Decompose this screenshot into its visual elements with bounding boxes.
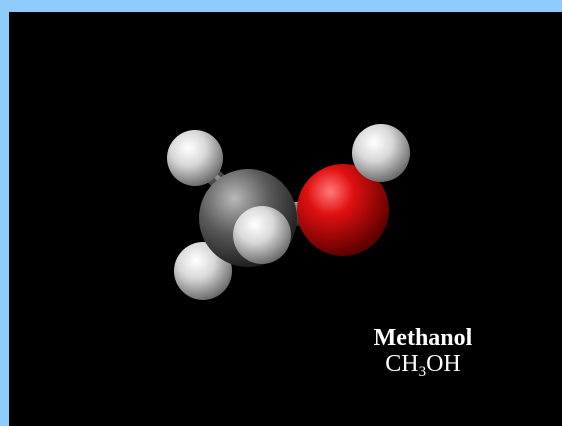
formula-part-1: CH xyxy=(385,350,419,377)
hydrogen-atom-bottom-left xyxy=(174,242,232,300)
hydrogen-atom-front xyxy=(233,206,291,264)
oxygen-atom xyxy=(297,164,389,256)
molecule-formula: CH3OH xyxy=(349,350,497,380)
molecule-viewport: Methanol CH3OH xyxy=(9,12,562,426)
formula-subscript: 3 xyxy=(418,363,427,380)
molecule-caption: Methanol CH3OH xyxy=(349,325,497,380)
methanol-molecule-model xyxy=(167,124,410,300)
molecule-name: Methanol xyxy=(373,325,473,351)
formula-part-2: OH xyxy=(426,350,461,377)
hydrogen-atom-top-left xyxy=(167,130,223,186)
hydrogen-atom-hydroxyl xyxy=(352,124,410,182)
